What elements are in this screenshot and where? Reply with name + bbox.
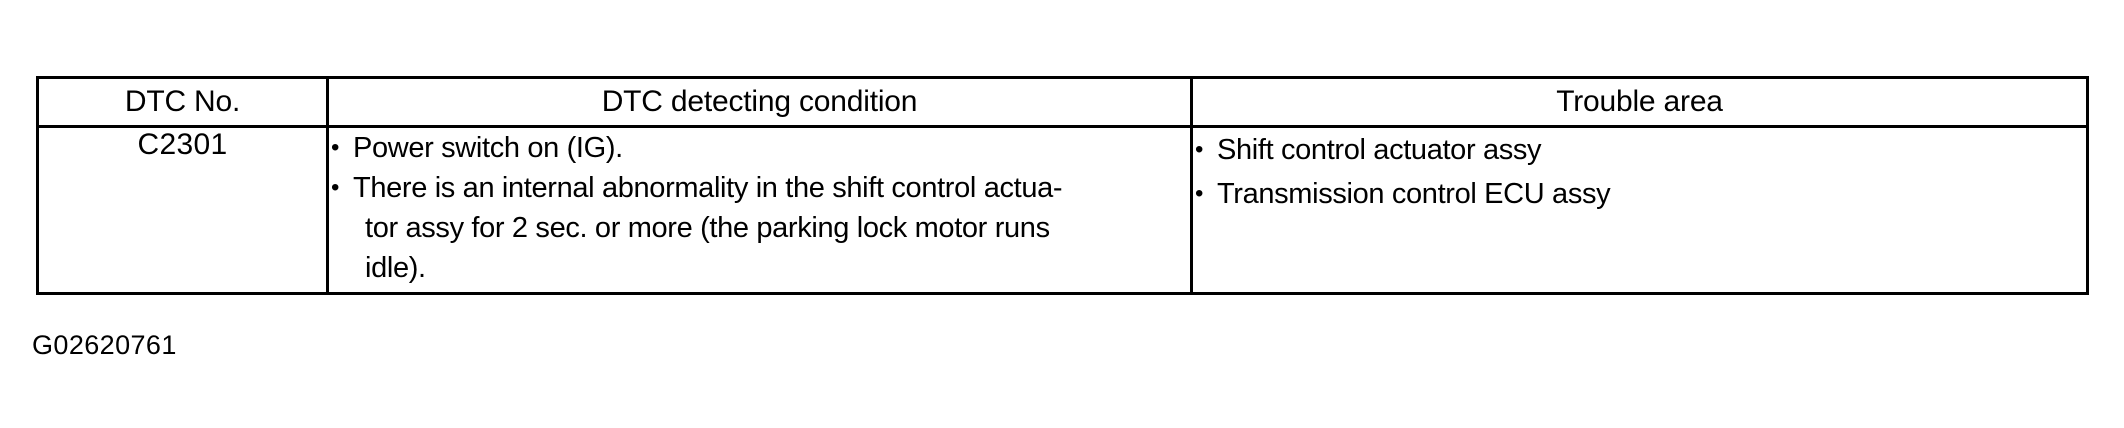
figure-reference-code: G02620761 [32, 330, 177, 360]
list-item: • There is an internal abnormality in the… [329, 168, 1190, 288]
bullet-icon: • [331, 134, 340, 161]
condition-bullet-list: • Power switch on (IG). • There is an inte… [329, 128, 1190, 288]
cell-dtc-detecting-condition: • Power switch on (IG). • There is an inte… [326, 125, 1193, 295]
bullet-icon: • [331, 174, 340, 201]
bullet-icon: • [1195, 136, 1204, 163]
trouble-text-line-1: Shift control actuator assy [1217, 134, 1542, 166]
condition-text-line-3: tor assy for 2 sec. or more (the parking… [365, 212, 1050, 244]
table-body: C2301 • Power switch on (IG). • There is a… [36, 125, 2089, 295]
condition-text-line-2: There is an internal abnormality in the … [353, 172, 1063, 204]
table-header-row: DTC No. DTC detecting condition Trouble … [36, 76, 2089, 128]
list-item: • Transmission control ECU assy [1193, 172, 2086, 216]
column-header-trouble-area: Trouble area [1190, 76, 2089, 128]
list-item: • Power switch on (IG). [329, 128, 1190, 168]
column-header-dtc-detecting-condition: DTC detecting condition [326, 76, 1193, 128]
dtc-table: DTC No. DTC detecting condition Trouble … [36, 76, 2089, 295]
table-header: DTC No. DTC detecting condition Trouble … [36, 76, 2089, 128]
condition-text-line-1: Power switch on (IG). [353, 132, 623, 164]
cell-trouble-area: • Shift control actuator assy • Transmissi… [1190, 125, 2089, 295]
trouble-text-line-2: Transmission control ECU assy [1217, 178, 1611, 210]
trouble-bullet-list: • Shift control actuator assy • Transmissi… [1193, 128, 2086, 216]
condition-text-line-4: idle). [365, 252, 426, 284]
bullet-icon: • [1195, 180, 1204, 207]
cell-dtc-no: C2301 [36, 125, 329, 295]
list-item: • Shift control actuator assy [1193, 128, 2086, 172]
table-row: C2301 • Power switch on (IG). • There is a… [36, 125, 2089, 295]
column-header-dtc-no: DTC No. [36, 76, 329, 128]
